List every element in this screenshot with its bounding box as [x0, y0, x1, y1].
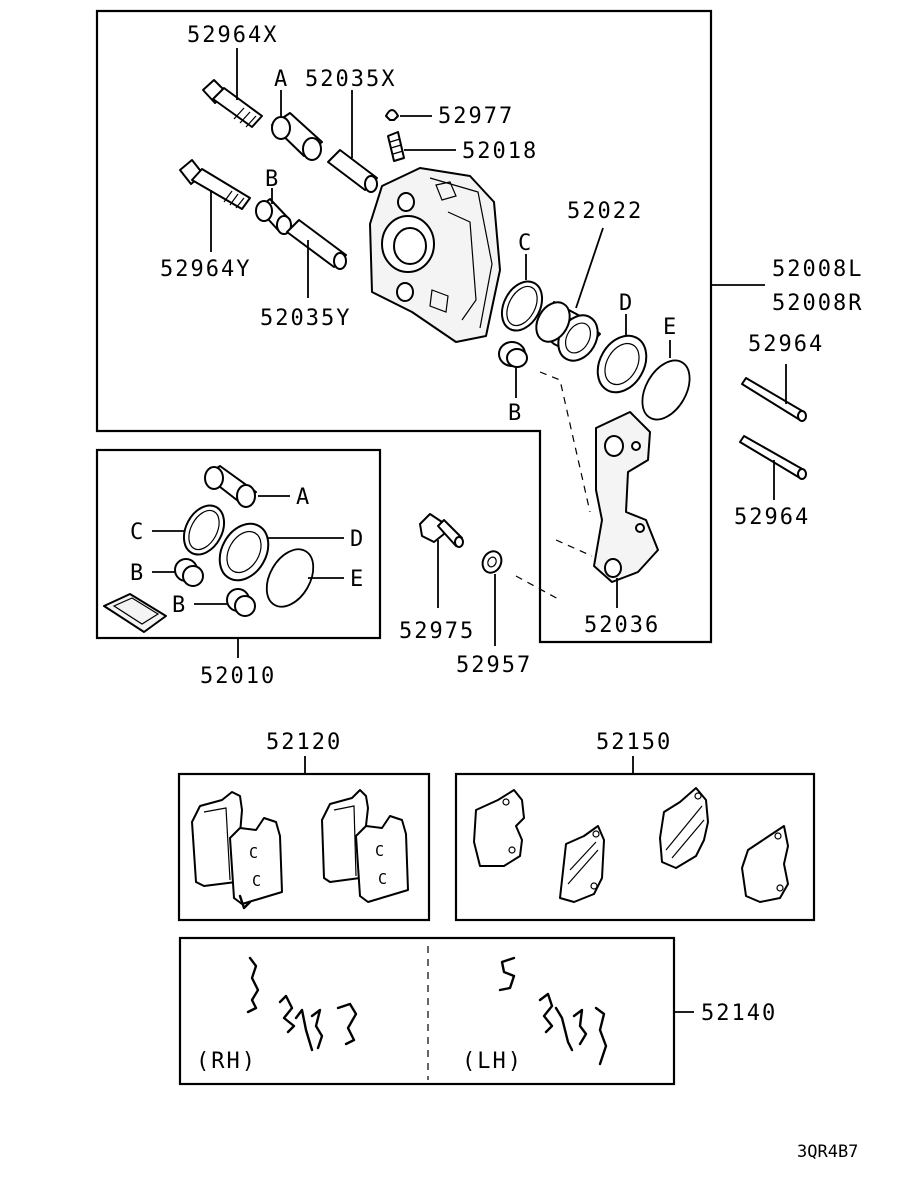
guide-pin-y-label: 52035Y: [260, 306, 351, 331]
boot-d-letter: D: [619, 291, 634, 316]
bleeder-screw: [387, 131, 405, 162]
piston-label: 52022: [567, 199, 643, 224]
pad-left-pair: C C: [191, 791, 283, 910]
guide-bolt-x-label: 52964X: [187, 23, 278, 48]
bolt-label: 52975: [399, 619, 475, 644]
piston-seal-c: [500, 280, 544, 332]
pad-mark: C: [375, 842, 385, 860]
caliper-assembly-frame: [95, 9, 713, 644]
kit-seal-c: [182, 504, 226, 556]
clips-lh: [498, 956, 608, 1066]
guide-bolt-x: [202, 79, 263, 128]
dash-line-3: [515, 575, 561, 601]
shim-4: [741, 825, 789, 903]
kit-bushing-b1: [174, 558, 204, 587]
bushing-b-top: [255, 198, 292, 235]
clip-lh-label: (LH): [462, 1049, 523, 1074]
seal-c-letter: C: [518, 231, 533, 256]
support-label: 52036: [584, 613, 660, 638]
bushing-b-top-letter: B: [265, 167, 280, 192]
kit-a-letter: A: [296, 485, 311, 510]
pad-right-pair: C C: [321, 789, 409, 903]
shim-2: [559, 825, 605, 903]
kit-e-letter: E: [350, 567, 365, 592]
dash-line-2: [555, 539, 593, 557]
kit-d-letter: D: [350, 527, 365, 552]
bushing-a-letter: A: [274, 67, 289, 92]
clip-set-label: 52140: [701, 1001, 777, 1026]
ring-e-letter: E: [663, 315, 678, 340]
piston: [535, 301, 601, 362]
kit-c-letter: C: [130, 520, 145, 545]
pad-set-frame: [177, 772, 431, 922]
shim-set-frame: [454, 772, 816, 922]
pad-mark: C: [249, 844, 259, 862]
kit-ring-e: [265, 548, 315, 608]
guide-pin-y: [286, 219, 347, 270]
bleeder-cap: [385, 109, 399, 121]
shim-set-label: 52150: [596, 730, 672, 755]
dash-line-1: [539, 371, 591, 513]
pad-mark: C: [252, 872, 262, 890]
bleeder-cap-label: 52977: [438, 104, 514, 129]
pin-bottom-label: 52964: [734, 505, 810, 530]
kit-b2-letter: B: [172, 593, 187, 618]
kit-bushing-b2: [226, 588, 256, 617]
guide-pin-x: [327, 149, 378, 193]
bushing-b-bottom-letter: B: [508, 401, 523, 426]
caliper-support: [593, 411, 659, 583]
seal-kit-label: 52010: [200, 664, 276, 689]
guide-bolt-y: [179, 159, 251, 210]
bolt-52975: [419, 513, 464, 548]
pad-mark: C: [378, 870, 388, 888]
piston-boot-d: [596, 334, 648, 394]
clips-rh: [246, 956, 358, 1052]
pin-bottom: [739, 435, 807, 480]
guide-pin-x-label: 52035X: [305, 67, 396, 92]
drawing-code: 3QR4B7: [797, 1142, 858, 1162]
kit-boot-d: [218, 522, 270, 582]
kit-b1-letter: B: [130, 561, 145, 586]
piston-leader: [575, 227, 604, 309]
pin-top: [741, 377, 807, 422]
clip-set-frame: [178, 936, 676, 1086]
bleeder-screw-label: 52018: [462, 139, 538, 164]
bushing-a: [271, 112, 323, 161]
kit-grease-pack: [103, 593, 167, 633]
washer-label: 52957: [456, 653, 532, 678]
shim-1: [473, 789, 525, 867]
pad-set-label: 52120: [266, 730, 342, 755]
caliper-lh-label: 52008L: [772, 257, 863, 282]
washer-52957: [481, 550, 503, 574]
kit-bushing-a: [204, 465, 257, 508]
clip-rh-label: (RH): [196, 1049, 257, 1074]
caliper-rh-label: 52008R: [772, 291, 863, 316]
shim-3: [659, 787, 709, 869]
boot-ring-e: [641, 359, 691, 421]
guide-bolt-y-label: 52964Y: [160, 257, 251, 282]
bushing-b-bottom: [498, 341, 528, 368]
caliper-body: [369, 167, 501, 343]
pin-top-label: 52964: [748, 332, 824, 357]
